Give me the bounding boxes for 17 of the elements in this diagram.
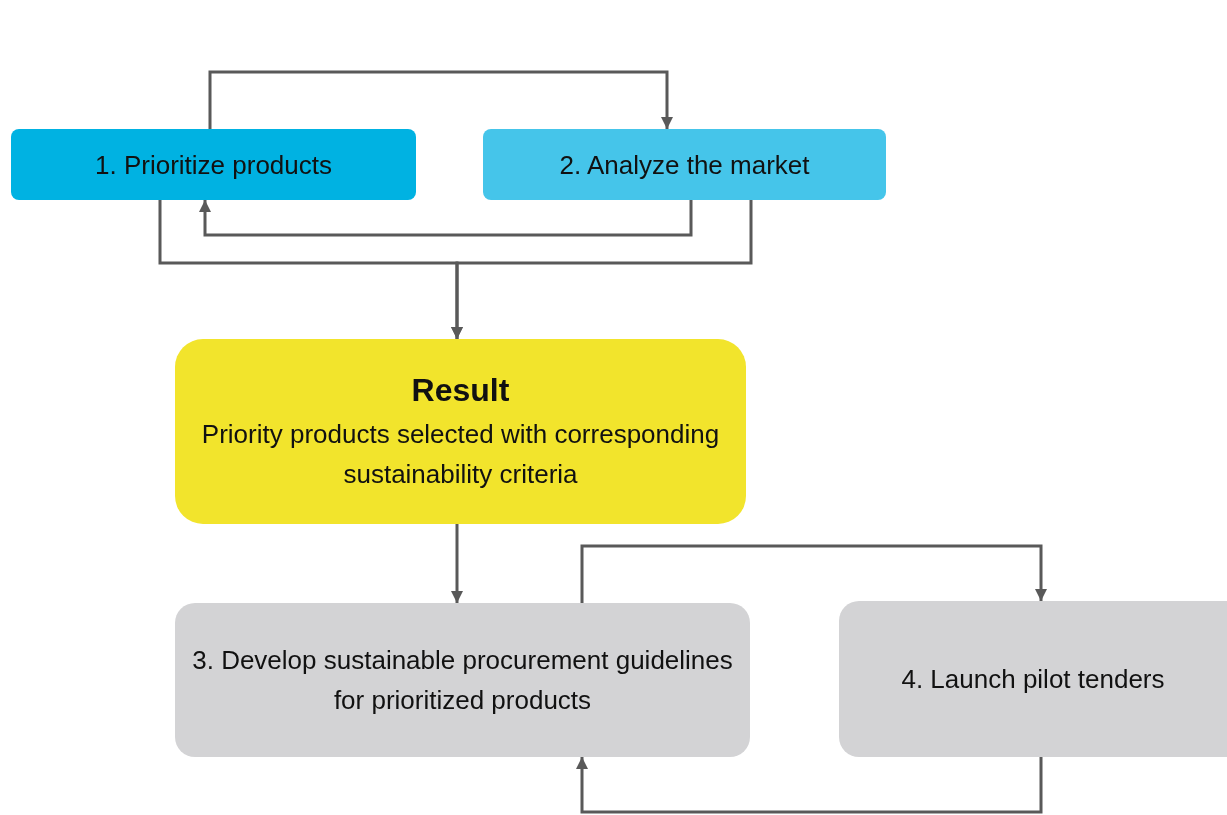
box-text: Priority products selected with corresponding sustainability criteria	[200, 417, 721, 491]
arrow	[199, 200, 693, 237]
box-heading: Result	[411, 370, 510, 410]
arrow	[580, 544, 1047, 603]
box-text: 4. Launch pilot tenders	[901, 663, 1165, 696]
arrow	[576, 757, 1043, 814]
arrow	[451, 200, 753, 339]
box-text: 1. Prioritize products	[95, 148, 332, 182]
arrow	[451, 524, 463, 603]
box-text: 2. Analyze the market	[559, 148, 810, 182]
process-box	[11, 129, 416, 200]
process-box	[175, 603, 750, 757]
process-box	[839, 601, 1227, 757]
arrow	[208, 70, 673, 129]
box-text: 3. Develop sustainable procurement guidelines for prioritized products	[191, 644, 734, 717]
process-box	[483, 129, 886, 200]
result-box	[175, 339, 746, 524]
